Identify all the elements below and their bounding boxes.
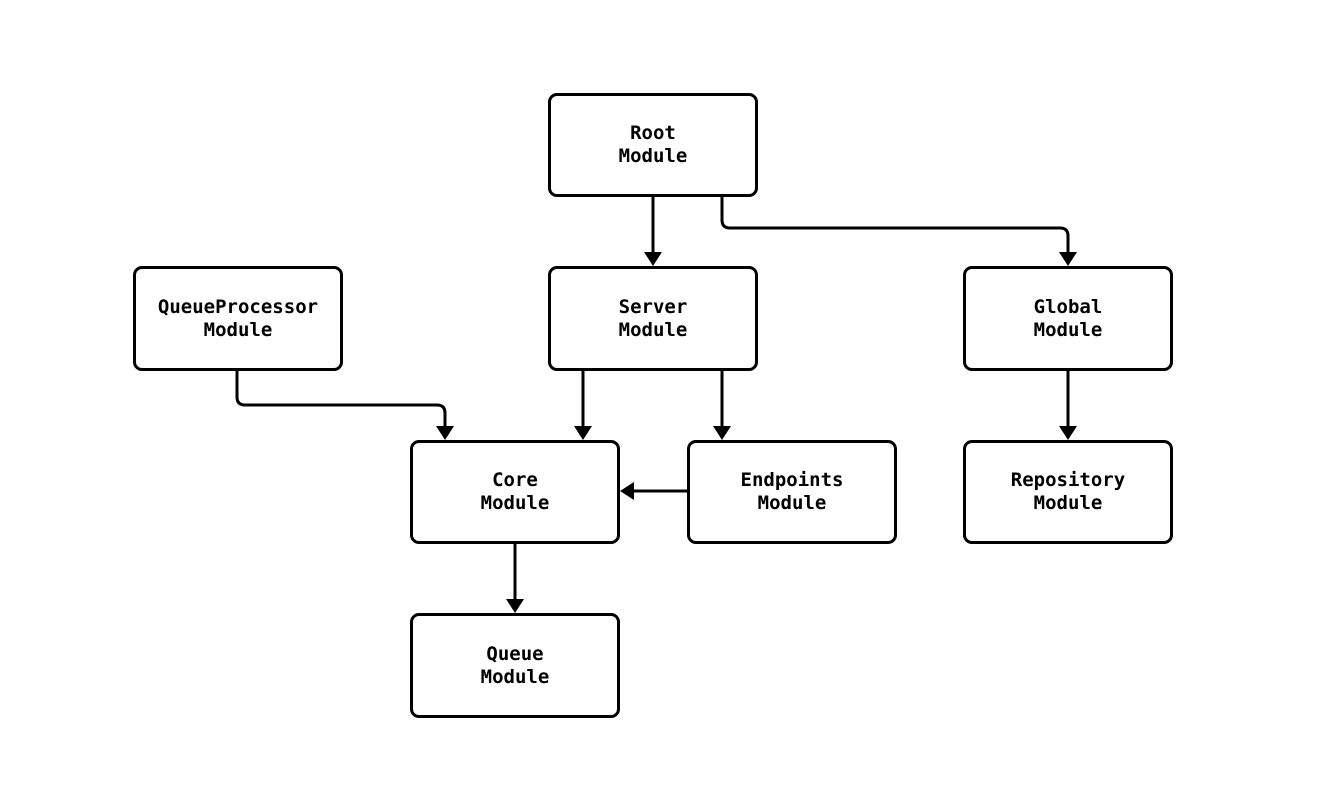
- node-label-primary: Endpoints: [740, 469, 844, 491]
- node-label-primary: Root: [630, 122, 676, 144]
- arrowhead-icon: [644, 252, 662, 266]
- node-label-primary: Server: [618, 295, 688, 318]
- arrowhead-icon: [1059, 252, 1077, 266]
- node-label-primary: Repository: [1010, 469, 1126, 491]
- arrowhead-icon: [713, 426, 731, 440]
- edge-line: [720, 197, 1070, 252]
- edge-queueprocessor-to-core: [235, 371, 454, 440]
- node-label-primary: Global: [1033, 295, 1103, 318]
- edge-line: [235, 371, 447, 426]
- node-label-secondary: Module: [618, 145, 688, 167]
- node-label-secondary: Module: [480, 665, 550, 688]
- arrowhead-icon: [436, 426, 454, 440]
- edge-endpoints-to-core: [620, 482, 687, 500]
- node-label-secondary: Module: [1033, 318, 1103, 341]
- edge-root-to-server: [644, 197, 662, 266]
- edge-server-to-core: [574, 371, 592, 440]
- arrowhead-icon: [1059, 426, 1077, 440]
- edge-core-to-queue: [506, 544, 524, 613]
- node-label-secondary: Module: [1033, 492, 1103, 514]
- arrowhead-icon: [574, 426, 592, 440]
- node-label-secondary: Module: [480, 492, 550, 514]
- node-label-primary: Core: [492, 469, 538, 491]
- node-label-secondary: Module: [757, 492, 827, 514]
- node-label-primary: Queue: [486, 642, 544, 665]
- edge-global-to-repository: [1059, 371, 1077, 440]
- edge-server-to-endpoints: [713, 371, 731, 440]
- node-label-primary: QueueProcessor: [157, 295, 319, 318]
- node-label-secondary: Module: [203, 318, 273, 341]
- arrowhead-icon: [620, 482, 634, 500]
- edge-root-to-global: [720, 197, 1077, 266]
- arrowhead-icon: [506, 599, 524, 613]
- node-label-secondary: Module: [618, 318, 688, 341]
